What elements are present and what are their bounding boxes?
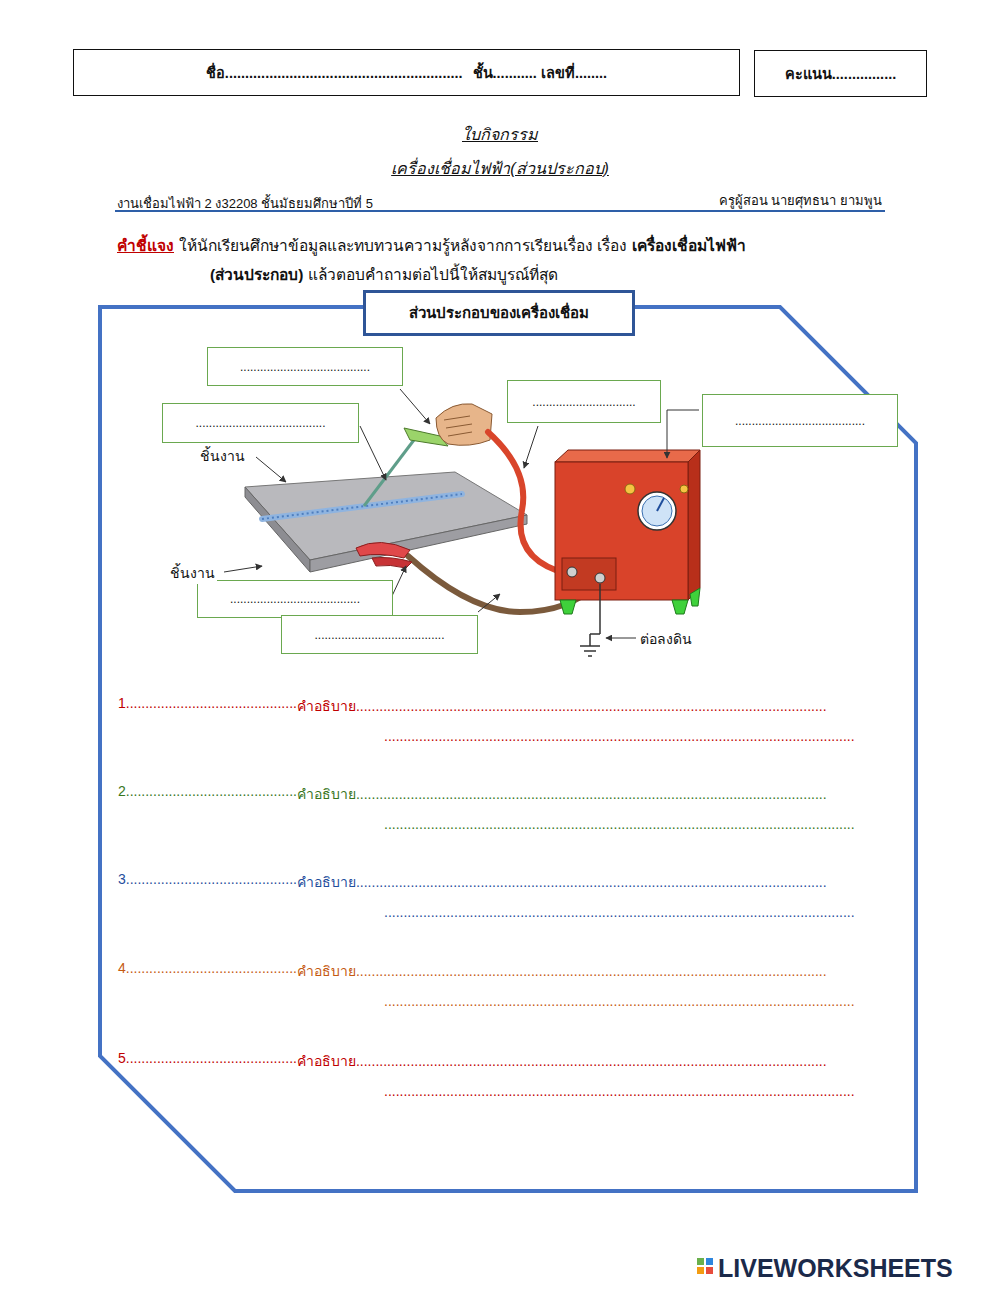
- part-label: ต่อลงดิน: [640, 628, 692, 650]
- workpiece-plate: [245, 472, 527, 572]
- course-name: งานเชื่อมไฟฟ้า 2 ง32208 ชั้นมัธยมศึกษาปี…: [117, 193, 373, 214]
- electrode: [364, 432, 420, 506]
- weld-ripples: [262, 494, 462, 519]
- answer-number-line: 1.......................................…: [118, 695, 297, 711]
- answer-box-text: ...............................: [532, 395, 635, 409]
- answer-box-text: .......................................: [240, 360, 370, 374]
- answer-number-line: 2.......................................…: [118, 783, 297, 799]
- name-box: ชื่อ....................................…: [73, 49, 740, 96]
- ground-symbol: [580, 584, 600, 656]
- answer-box: .......................................: [197, 580, 393, 618]
- weld-bead: [262, 494, 462, 519]
- electrode-holder: [404, 404, 492, 446]
- answer-box-text: .......................................: [314, 628, 444, 642]
- answer-box-text: .......................................: [735, 414, 865, 428]
- name-box-text: ชั้น........... เลขที่........: [473, 61, 608, 84]
- instruction-topic: เครื่องเชื่อมไฟฟ้า: [632, 233, 746, 258]
- answer-dotted-line: ........................................…: [384, 1083, 855, 1099]
- answer-box: ...............................: [507, 380, 661, 423]
- name-box-text: ชื่อ....................................…: [206, 61, 463, 84]
- answer-dotted-line: ........................................…: [384, 728, 855, 744]
- answer-number-line: 4.......................................…: [118, 960, 297, 976]
- answer-box: .......................................: [162, 403, 359, 443]
- answer-box-text: .......................................: [230, 592, 360, 606]
- answer-box: .......................................: [702, 394, 898, 447]
- sheet-title: ใบกิจกรรม: [0, 122, 1000, 147]
- panel-border: [100, 307, 916, 1191]
- answer-explain-line: คำอธิบาย................................…: [297, 960, 827, 982]
- watermark: LIVEWORKSHEETS: [718, 1254, 953, 1283]
- part-label: ชิ้นงาน: [168, 562, 217, 584]
- answer-box: .......................................: [281, 615, 478, 654]
- instruction-heading: คำชี้แจง: [117, 233, 174, 258]
- panel-heading: ส่วนประกอบของเครื่องเชื่อม: [409, 301, 589, 325]
- answer-explain-line: คำอธิบาย................................…: [297, 1050, 827, 1072]
- panel-tab: ส่วนประกอบของเครื่องเชื่อม: [363, 290, 635, 336]
- answer-number-line: 5.......................................…: [118, 1050, 297, 1066]
- answer-dotted-line: ........................................…: [384, 904, 855, 920]
- logo-mark: [697, 1258, 713, 1274]
- score-box: คะแนน................: [754, 50, 927, 97]
- answer-dotted-line: ........................................…: [384, 816, 855, 832]
- score-box-text: คะแนน................: [785, 62, 896, 85]
- instruction-topic: (ส่วนประกอบ): [210, 262, 303, 287]
- answer-number-line: 3.......................................…: [118, 871, 297, 887]
- answer-explain-line: คำอธิบาย................................…: [297, 783, 827, 805]
- answer-dotted-line: ........................................…: [384, 993, 855, 1009]
- answer-explain-line: คำอธิบาย................................…: [297, 871, 827, 893]
- welding-machine: [555, 450, 700, 614]
- part-label: ชิ้นงาน: [198, 445, 247, 467]
- answer-box: .......................................: [207, 347, 403, 386]
- answer-box-text: .......................................: [195, 416, 325, 430]
- teacher-name: ครูผู้สอน นายศุทธนา ยามพูน: [719, 190, 882, 211]
- instruction-text: ให้นักเรียนศึกษาข้อมูลและทบทวนความรู้หลั…: [179, 233, 627, 258]
- sheet-subtitle: เครื่องเชื่อมไฟฟ้า(ส่วนประกอบ): [0, 156, 1000, 181]
- ground-clamp: [356, 542, 412, 568]
- answer-explain-line: คำอธิบาย................................…: [297, 695, 827, 717]
- instruction-text: แล้วตอบคำถามต่อไปนี้ให้สมบูรณ์ที่สุด: [308, 262, 558, 287]
